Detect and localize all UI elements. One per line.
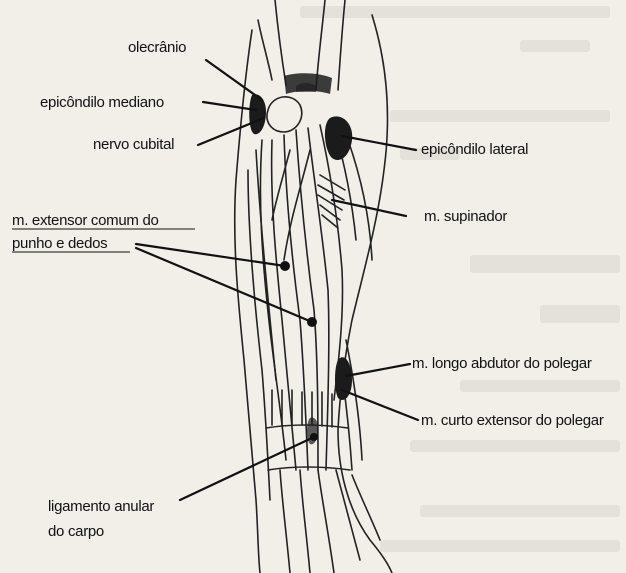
label-epicondilo-mediano: epicôndilo mediano bbox=[40, 94, 164, 111]
label-longo-abdutor: m. longo abdutor do polegar bbox=[412, 355, 592, 372]
leader-extensor-2 bbox=[136, 248, 312, 322]
label-ligamento-line1: ligamento anular bbox=[48, 498, 154, 515]
medial-epicondyle-shade bbox=[249, 94, 266, 134]
label-nervo-cubital: nervo cubital bbox=[93, 136, 174, 153]
label-epicondilo-lateral: epicôndilo lateral bbox=[421, 141, 528, 158]
leader-epicondilo-mediano bbox=[203, 102, 256, 110]
label-curto-extensor: m. curto extensor do polegar bbox=[421, 412, 604, 429]
leader-supinador bbox=[332, 200, 406, 216]
label-olecranio: olecrânio bbox=[128, 39, 186, 56]
leader-olecranio bbox=[206, 60, 262, 100]
label-extensor-line2: punho e dedos bbox=[12, 235, 107, 252]
label-extensor-line1: m. extensor comum do bbox=[12, 212, 159, 229]
leader-epicondilo-lateral bbox=[342, 136, 416, 150]
leader-ligamento bbox=[180, 437, 314, 500]
label-ligamento-line2: do carpo bbox=[48, 523, 104, 540]
leader-longo-abdutor bbox=[346, 364, 410, 376]
leader-curto-extensor bbox=[342, 390, 418, 420]
forearm-outline-right bbox=[338, 15, 392, 573]
label-supinador: m. supinador bbox=[424, 208, 507, 225]
